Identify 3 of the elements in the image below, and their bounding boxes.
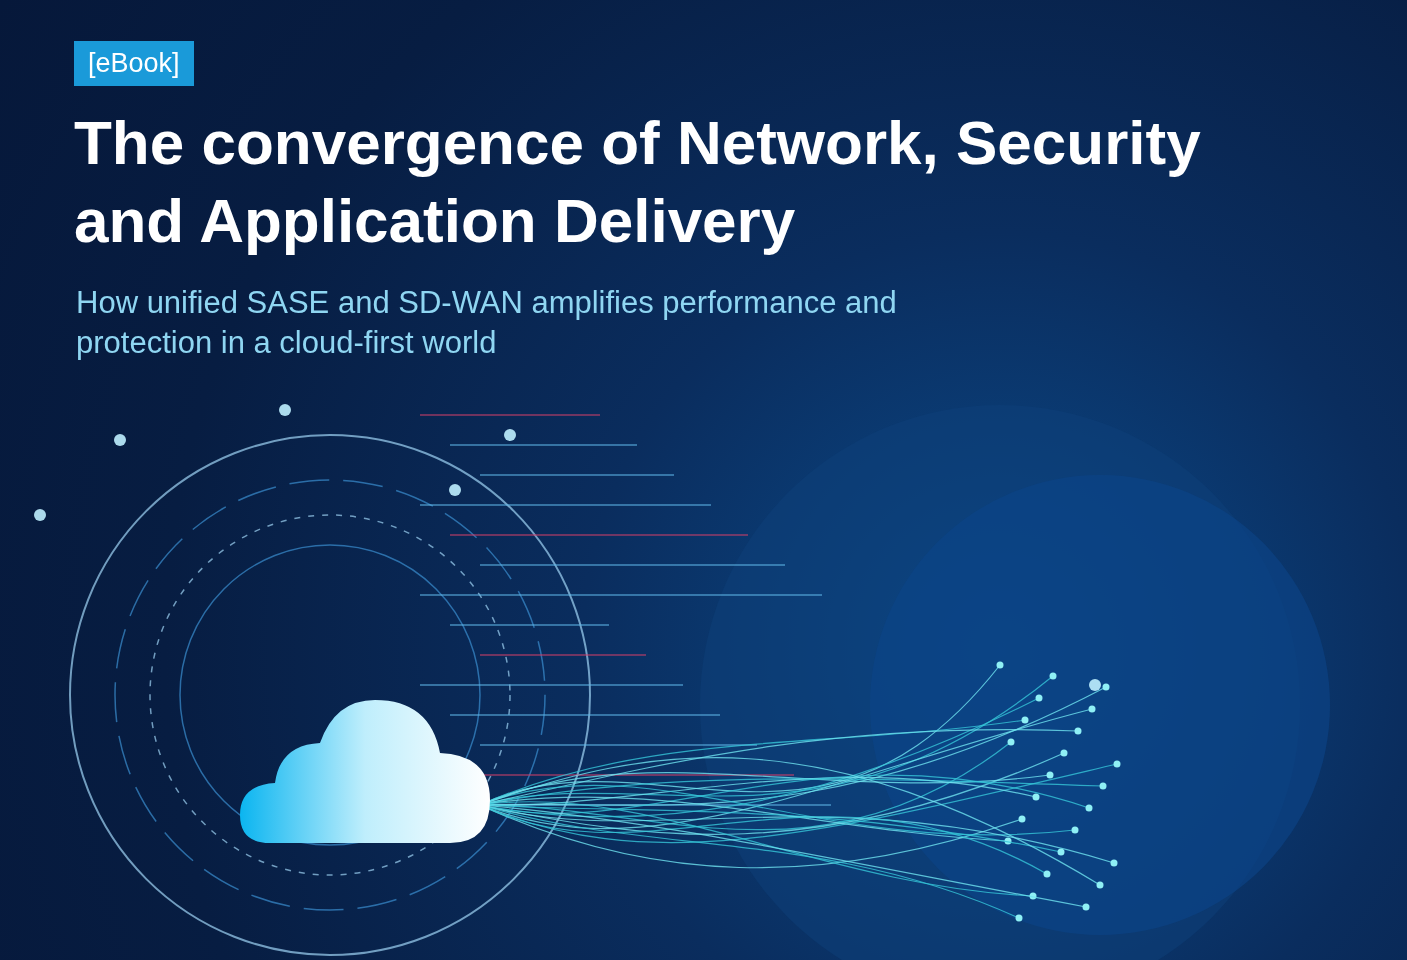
category-tag: [eBook] bbox=[74, 41, 194, 86]
cover-title: The convergence of Network, Security and Application Delivery bbox=[74, 107, 1202, 257]
cover-subtitle: How unified SASE and SD-WAN amplifies performance and protection in a cloud-first world bbox=[76, 284, 898, 362]
